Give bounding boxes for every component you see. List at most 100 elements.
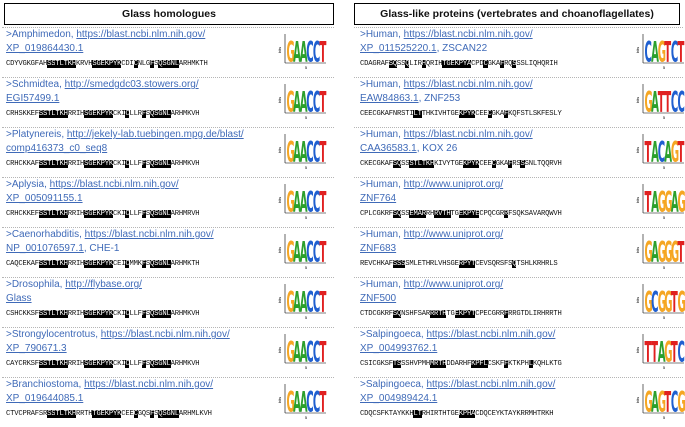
species-name: >Drosophila xyxy=(6,279,60,290)
accession-link[interactable]: XP_019864430.1 xyxy=(6,43,83,54)
sequence-segment: CEECGKAFNRSTI xyxy=(360,110,413,118)
sequence-segment: QKSAVAR xyxy=(516,210,545,218)
source-url-link[interactable]: https://blast.ncbi.nlm.nih.gov/ xyxy=(76,29,205,40)
sequence-segment: ARHMLKVH xyxy=(179,410,212,418)
sequence-segment: ARHMKVH xyxy=(171,160,200,168)
entry-header-line: >Branchiostoma, https://blast.ncbi.nlm.n… xyxy=(6,379,213,391)
protein-sequence: CAYCRKSFSSTLTKHRRIHSGEKPYKCKICLLFFSQSGNL… xyxy=(6,359,199,369)
entry-header-line: >Caenorhabditis, https://blast.ncbi.nlm.… xyxy=(6,229,214,241)
protein-sequence: CTDCGKRFSQNSHFSARRRTHTGEKPYTCPECGRRFRRGT… xyxy=(360,309,562,319)
source-url-link[interactable]: http://flybase.org/ xyxy=(65,279,142,290)
sequence-segment: RRTH xyxy=(545,310,561,318)
logo-axis-label: bits xyxy=(277,247,282,253)
accession-link[interactable]: XP_011525220.1 xyxy=(360,43,437,54)
sequence-segment: RRIH xyxy=(68,110,84,118)
sequence-segment: CRHCKKEF xyxy=(6,210,39,218)
sequence-segment: LLF xyxy=(129,310,141,318)
source-url-link[interactable]: http://jekely-lab.tuebingen.mpg.de/blast… xyxy=(67,129,244,140)
sequence-segment: KQFSTLSKFESLY xyxy=(508,110,561,118)
logo-axis-label: bits xyxy=(277,47,282,53)
logo-axis-label: bits xyxy=(277,397,282,403)
logo-letter: T xyxy=(678,237,685,270)
logo-axis-label: bits xyxy=(635,297,640,303)
sequence-highlight: QSGNL xyxy=(150,210,171,218)
protein-sequence: REVCHKAFSSSSMLETHRLVHSGERPYTCEVSQRSFSQTS… xyxy=(360,259,557,269)
accession-link[interactable]: comp416373_c0_seq8 xyxy=(6,143,107,154)
logo-letter: T xyxy=(320,87,327,120)
accession-link[interactable]: ZNF764 xyxy=(360,193,396,204)
sequence-segment: SSL xyxy=(516,60,528,68)
accession-link[interactable]: EAW84863.1 xyxy=(360,93,419,104)
source-url-link[interactable]: https://blast.ncbi.nlm.nih.gov/ xyxy=(404,129,533,140)
sequence-segment: SMLETHRLVHSGE xyxy=(405,260,458,268)
sequence-segment: LLR xyxy=(129,110,141,118)
accession-link[interactable]: XP_004993762.1 xyxy=(360,343,437,354)
entry-header-line: >Human, https://blast.ncbi.nlm.nih.gov/ xyxy=(360,29,533,41)
species-name: >Caenorhabditis xyxy=(6,229,79,240)
sequence-highlight: TLTKH xyxy=(47,110,68,118)
source-url-link[interactable]: https://blast.ncbi.nlm.nih.gov/ xyxy=(404,79,533,90)
sequence-segment: RRIH xyxy=(68,310,84,318)
source-url-link[interactable]: http://www.uniprot.org/ xyxy=(404,229,504,240)
row-divider xyxy=(2,227,334,228)
accession-link[interactable]: EGI57499.1 xyxy=(6,93,59,104)
source-url-link[interactable]: https://blast.ncbi.nlm.nih.gov/ xyxy=(85,229,214,240)
source-url-link[interactable]: https://blast.ncbi.nlm.nih.gov/ xyxy=(426,329,555,340)
accession-link[interactable]: NP_001076597.1 xyxy=(6,243,84,254)
accession-link[interactable]: XP_004989424.1 xyxy=(360,393,437,404)
entry-id-line: EAW84863.1, ZNF253 xyxy=(360,93,460,105)
row-divider xyxy=(354,377,683,378)
source-url-link[interactable]: https://blast.ncbi.nlm.nih.gov/ xyxy=(426,379,555,390)
row-divider xyxy=(354,227,683,228)
sequence-highlight: EKPYK xyxy=(92,310,113,318)
sequence-highlight: EKPYK xyxy=(92,110,113,118)
sequence-segment: GKA xyxy=(488,60,500,68)
source-url-link[interactable]: http://www.uniprot.org/ xyxy=(404,279,504,290)
sequence-highlight: QSGNL xyxy=(150,260,171,268)
source-url-link[interactable]: http://smedgdc03.stowers.org/ xyxy=(65,79,199,90)
row-divider xyxy=(354,27,683,28)
sequence-highlight: SS xyxy=(39,260,47,268)
accession-link[interactable]: ZNF683 xyxy=(360,243,396,254)
sequence-highlight: SS xyxy=(39,160,47,168)
entry-header-line: >Drosophila, http://flybase.org/ xyxy=(6,279,142,291)
row-divider xyxy=(354,127,683,128)
sequence-highlight: SS xyxy=(39,360,47,368)
source-url-link[interactable]: https://blast.ncbi.nlm.nih.gov/ xyxy=(101,329,230,340)
sequence-segment: CDQCEYKTAYKR xyxy=(475,410,524,418)
source-url-link[interactable]: https://blast.ncbi.nlm.nih.gov/ xyxy=(404,29,533,40)
sequence-segment: CRHCKKAF xyxy=(6,160,39,168)
entry-header-line: >Human, https://blast.ncbi.nlm.nih.gov/ xyxy=(360,79,533,91)
accession-link[interactable]: Glass xyxy=(6,293,32,304)
entry-header-line: >Human, http://www.uniprot.org/ xyxy=(360,279,503,291)
sequence-segment: SNLTQ xyxy=(525,160,546,168)
sequence-segment: NLG xyxy=(138,60,150,68)
accession-link[interactable]: XP_790671.3 xyxy=(6,343,67,354)
homologue-entry: >Salpingoeca, https://blast.ncbi.nlm.nih… xyxy=(352,377,685,427)
gene-name: , ZNF253 xyxy=(419,93,461,104)
sequence-highlight: QSGNL xyxy=(150,110,171,118)
sequence-segment: CEE xyxy=(475,110,487,118)
sequence-segment: QRVH xyxy=(545,160,561,168)
sequence-highlight: TS xyxy=(393,360,401,368)
species-name: >Aplysia xyxy=(6,179,44,190)
sequence-segment: LLF xyxy=(129,210,141,218)
source-url-link[interactable]: https://blast.ncbi.nlm.nih.gov/ xyxy=(84,379,213,390)
sequence-highlight: QSGNL xyxy=(150,160,171,168)
source-url-link[interactable]: https://blast.ncbi.nlm.nih.gov/ xyxy=(50,179,179,190)
accession-link[interactable]: XP_005091155.1 xyxy=(6,193,83,204)
accession-link[interactable]: CAA36583.1 xyxy=(360,143,417,154)
logo-letter: G xyxy=(678,187,685,220)
sequence-segment: CKI xyxy=(113,210,125,218)
accession-link[interactable]: ZNF500 xyxy=(360,293,396,304)
species-name: >Platynereis xyxy=(6,129,61,140)
protein-sequence: CEECGKAFNRSTILTTHKIVHTGEKPYKCEECGKAFKQFS… xyxy=(360,109,562,119)
source-url-link[interactable]: http://www.uniprot.org/ xyxy=(404,179,504,190)
accession-link[interactable]: XP_019644085.1 xyxy=(6,393,83,404)
logo-letter: T xyxy=(320,387,327,420)
